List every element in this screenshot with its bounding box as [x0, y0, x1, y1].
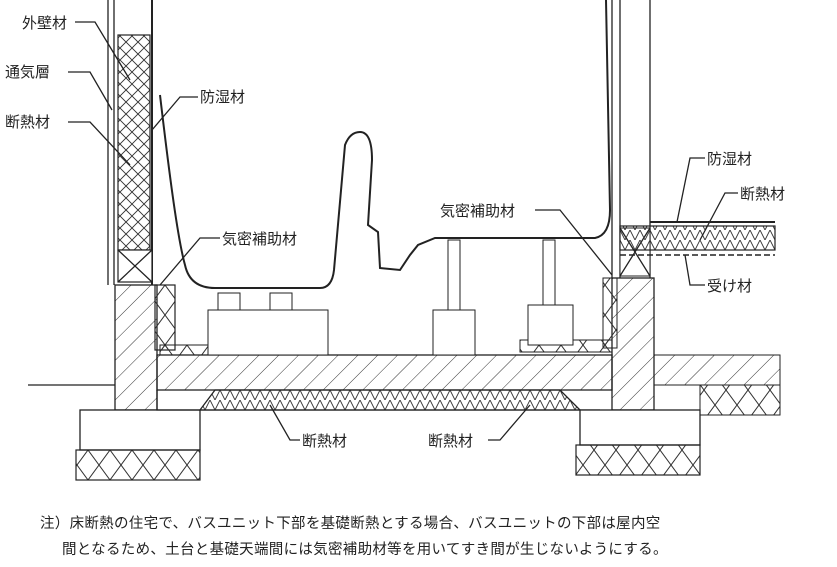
bath-supports	[207, 239, 574, 356]
right-wall-and-floor	[611, 0, 776, 278]
label-vapor-barrier-right: 防湿材	[707, 150, 752, 168]
note-line-1: 注）床断熱の住宅で、バスユニット下部を基礎断熱とする場合、バスユニットの下部は屋…	[40, 516, 661, 532]
label-airtight-aux-right: 気密補助材	[440, 202, 515, 220]
label-wall-insulation: 断熱材	[5, 113, 50, 131]
concrete-slab	[156, 354, 613, 411]
left-foundation	[28, 284, 261, 481]
label-foundation-insulation-right: 断熱材	[428, 432, 473, 450]
bath-unit	[159, 0, 612, 289]
label-support-member: 受け材	[707, 277, 752, 295]
note-line-2: 間となるため、土台と基礎天端間には気密補助材等を用いてすき間が生じないようにする…	[62, 542, 668, 558]
right-foundation	[519, 277, 781, 476]
label-floor-insulation: 断熱材	[740, 185, 785, 203]
label-exterior-wall: 外壁材	[22, 14, 67, 32]
label-airtight-aux-left: 気密補助材	[222, 230, 297, 248]
label-foundation-insulation-left: 断熱材	[302, 432, 347, 450]
label-ventilation-layer: 通気層	[5, 63, 50, 81]
left-exterior-wall	[107, 0, 153, 285]
leader-lines	[68, 21, 738, 441]
label-vapor-barrier-left: 防湿材	[200, 88, 245, 106]
